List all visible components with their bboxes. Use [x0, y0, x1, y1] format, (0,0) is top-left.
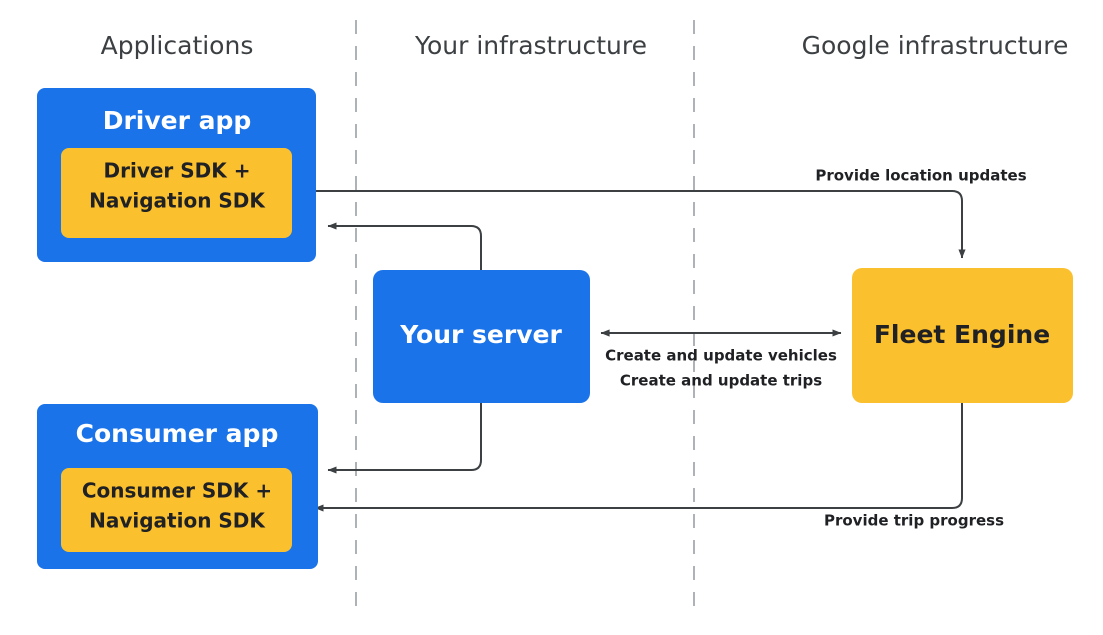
node-consumer-sdk[interactable]: Consumer SDK + Navigation SDK: [61, 468, 292, 552]
node-fleet-engine-shape: [852, 268, 1073, 403]
node-your-server-shape: [373, 270, 590, 403]
connector-your-server-to-consumer-app: [327, 403, 482, 474]
node-consumer-sdk-label-line-1: Navigation SDK: [89, 509, 266, 533]
node-driver-sdk-shape: [61, 148, 292, 238]
node-driver-sdk-label-line-1: Navigation SDK: [89, 189, 266, 213]
node-fleet-engine-label: Fleet Engine: [874, 320, 1050, 349]
node-driver-app-label: Driver app: [103, 106, 252, 135]
node-driver-sdk-label-line-0: Driver SDK +: [104, 159, 251, 183]
column-headers: Applications Your infrastructure Google in…: [101, 31, 1069, 60]
node-fleet-engine[interactable]: Fleet Engine: [852, 268, 1073, 403]
connector-label-your-server-fleet-engine-0: Create and update vehicles: [605, 347, 837, 365]
node-consumer-sdk-shape: [61, 468, 292, 552]
connector-label-fleet-engine-to-consumer-sdk: Provide trip progress: [824, 512, 1004, 530]
node-your-server-label: Your server: [399, 320, 562, 349]
connector-label-your-server-fleet-engine-1: Create and update trips: [620, 372, 822, 390]
column-dividers: [355, 20, 695, 606]
node-driver-sdk[interactable]: Driver SDK + Navigation SDK: [61, 148, 292, 238]
connector-your-server-to-driver-app: [327, 222, 482, 270]
column-header-google-infrastructure: Google infrastructure: [802, 31, 1069, 60]
connector-driver-to-fleet-engine: [292, 190, 966, 259]
node-consumer-sdk-label-line-0: Consumer SDK +: [82, 479, 272, 503]
node-consumer-app-label: Consumer app: [76, 419, 279, 448]
node-your-server[interactable]: Your server: [373, 270, 590, 403]
column-header-your-infrastructure: Your infrastructure: [414, 31, 647, 60]
connections-layer: [292, 190, 966, 512]
connector-fleet-engine-to-consumer-sdk: [314, 403, 963, 512]
column-header-applications: Applications: [101, 31, 254, 60]
connector-label-driver-to-fleet-engine: Provide location updates: [815, 167, 1026, 185]
